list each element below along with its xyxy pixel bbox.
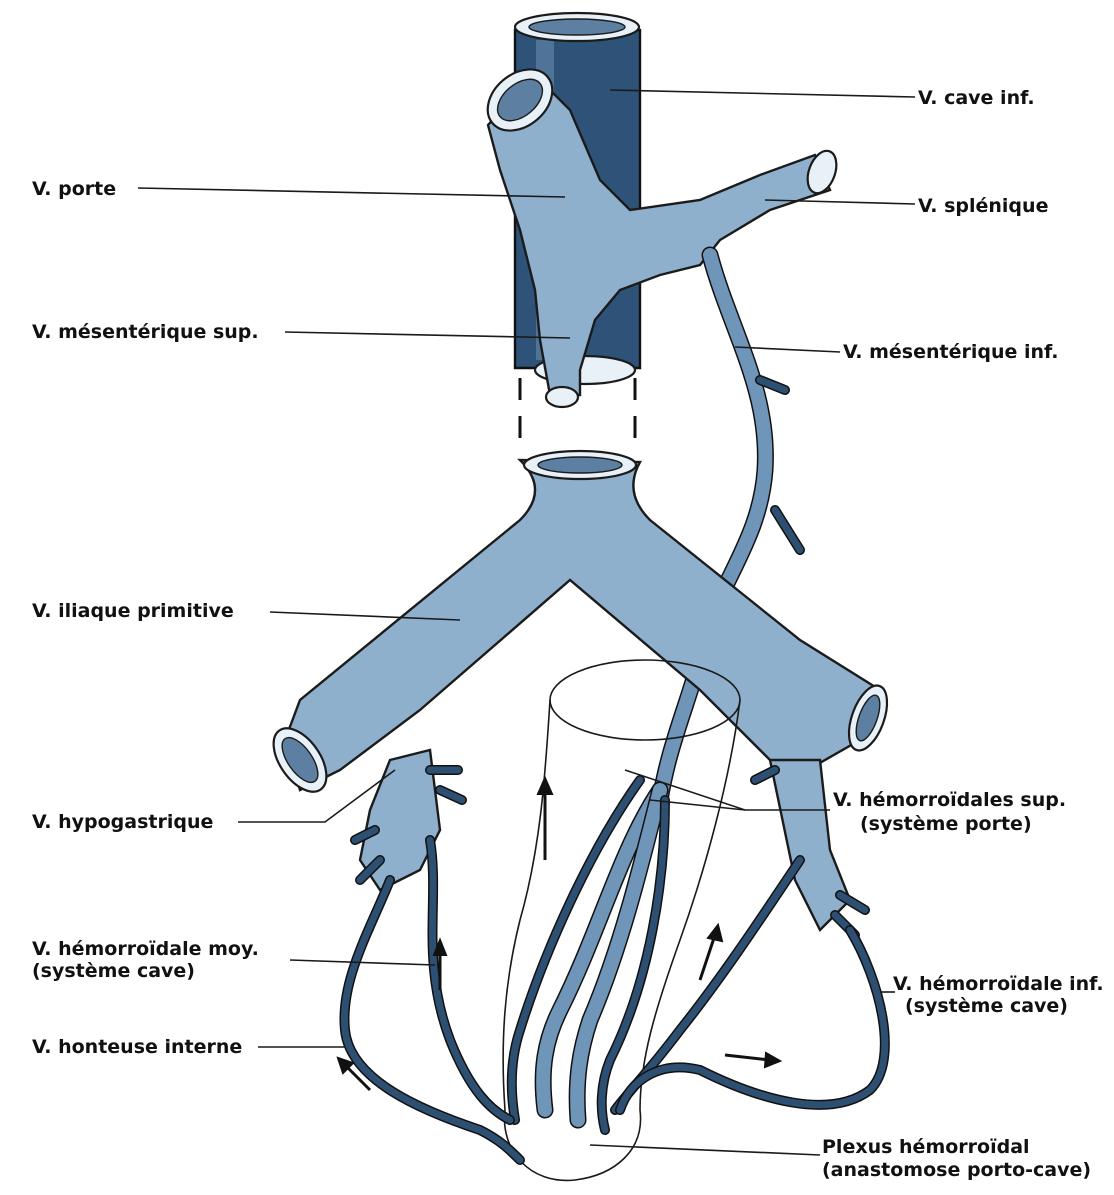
label-cave-inf: V. cave inf. [918, 87, 1035, 109]
label-hemorroidale-moy-1: V. hémorroïdale moy. [32, 938, 259, 960]
label-plexus-2: (anastomose porto-cave) [822, 1159, 1091, 1181]
label-plexus-1: Plexus hémorroïdal [822, 1136, 1030, 1158]
label-iliaque-primitive: V. iliaque primitive [32, 600, 234, 622]
label-hemorroidale-inf-2: (système cave) [905, 995, 1068, 1017]
middle-hemorrhoidal-vein-left [344, 840, 520, 1160]
label-honteuse-interne: V. honteuse interne [32, 1036, 242, 1058]
common-iliac-veins [263, 451, 895, 801]
label-hypogastrique: V. hypogastrique [32, 811, 213, 833]
label-mesenterique-sup: V. mésentérique sup. [32, 321, 259, 343]
label-hemorroidale-moy-2: (système cave) [32, 960, 195, 982]
label-splenique: V. splénique [918, 195, 1048, 217]
label-mesenterique-inf: V. mésentérique inf. [843, 341, 1058, 363]
label-hemorroidales-sup-2: (système porte) [860, 813, 1032, 835]
label-hemorroidale-inf-1: V. hémorroïdale inf. [893, 973, 1104, 995]
label-hemorroidales-sup-1: V. hémorroïdales sup. [833, 789, 1066, 811]
label-porte: V. porte [32, 178, 116, 200]
